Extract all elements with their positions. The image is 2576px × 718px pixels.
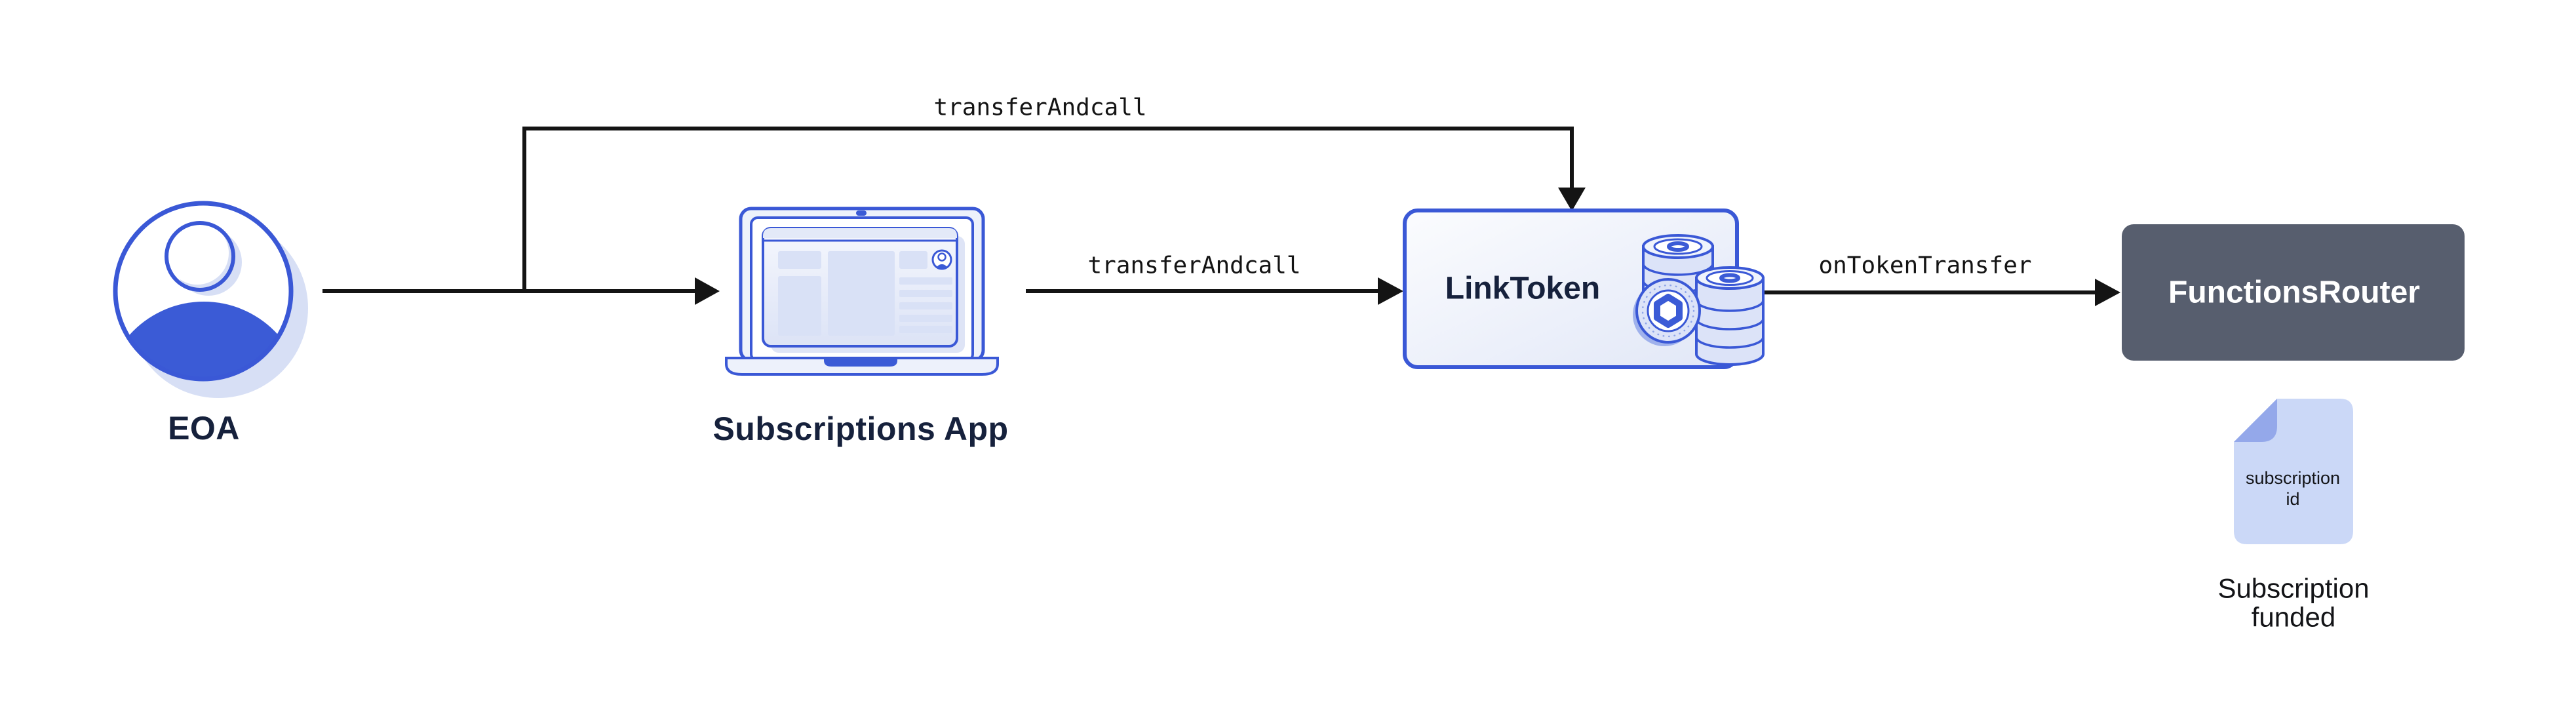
arrowhead-into-app <box>695 277 720 305</box>
eoa-avatar-icon <box>113 201 308 398</box>
document-folded-corner <box>2234 399 2277 442</box>
subscription-id-document-icon <box>2234 399 2353 544</box>
document-text-line2: id <box>2286 489 2300 509</box>
document-text-line1: subscription <box>2245 468 2341 488</box>
edge-label-transferandcall-top: transferAndcall <box>933 94 1147 121</box>
functions-router-box <box>2122 224 2465 361</box>
link-coins-icon <box>1633 234 1765 366</box>
subscription-funded-caption-line1: Subscription <box>2217 572 2370 604</box>
edge-label-ontokentransfer: onTokenTransfer <box>1818 252 2032 279</box>
laptop-camera-dot <box>856 210 867 216</box>
subscriptions-app-laptop-icon <box>725 207 999 376</box>
edge-label-transferandcall-mid: transferAndcall <box>1087 252 1301 279</box>
arrowhead-into-linktoken-top <box>1558 188 1586 211</box>
subscription-funded-caption-line2: funded <box>2251 601 2336 633</box>
subscriptions-app-label: Subscriptions App <box>712 410 1009 447</box>
chainlink-hexagon-logo <box>1654 294 1683 328</box>
functions-router-label: FunctionsRouter <box>2168 275 2420 310</box>
eoa-label: EOA <box>168 410 240 447</box>
laptop-screen-content-blocks <box>778 251 952 336</box>
linktoken-label: LinkToken <box>1445 271 1601 306</box>
edge-eoa-to-linktoken-top <box>522 127 1574 291</box>
arrowhead-into-functionsrouter <box>2095 279 2120 306</box>
laptop-user-avatar-icon <box>931 249 952 270</box>
arrowhead-into-linktoken-left <box>1378 277 1403 305</box>
